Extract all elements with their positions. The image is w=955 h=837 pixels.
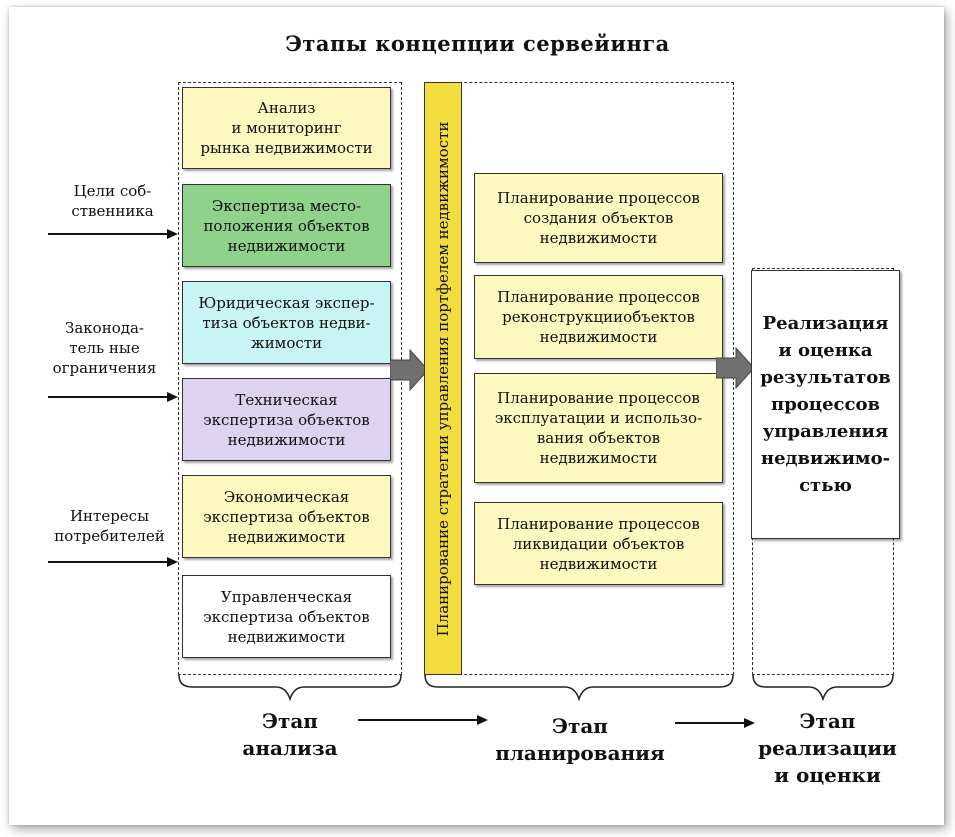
input-legal-limits: Законода- тель ные ограничения: [52, 319, 157, 377]
brace-realization: [752, 674, 894, 702]
planning-box-operation: Планирование процессов эксплуатации и ис…: [474, 373, 723, 483]
result-box: Реализация и оценка результатов процессо…: [751, 270, 900, 539]
stage-realization-label: Этап реализации и оценки: [758, 709, 897, 787]
diagram-title: Этапы концепции сервейинга: [285, 31, 670, 56]
stage-arrow-2: [675, 722, 745, 724]
planning-box-creation: Планирование процессов создания объектов…: [474, 173, 723, 263]
input-arrow-1-head: [167, 229, 178, 239]
input-arrow-3-head: [167, 557, 178, 567]
analysis-box-management: Управленческая экспертиза объектов недви…: [182, 575, 391, 658]
planning-box-reconstruction: Планирование процессов реконструкцииобъе…: [474, 275, 723, 359]
planning-box-liquidation: Планирование процессов ликвидации объект…: [474, 502, 723, 585]
block-arrow-analysis: [390, 349, 429, 391]
input-owner-goals: Цели соб- ственника: [71, 182, 154, 220]
stage-arrow-1-head: [477, 715, 488, 725]
analysis-box-economic: Экономическая экспертиза объектов недвиж…: [182, 475, 391, 558]
stage-planning-label: Этап планирования: [495, 714, 665, 765]
stage-arrow-1: [358, 719, 478, 721]
input-arrow-2-head: [167, 392, 178, 402]
input-consumer-interests: Интересы потребителей: [54, 507, 165, 545]
input-arrow-1: [48, 233, 168, 235]
stage-analysis-label: Этап анализа: [242, 709, 338, 760]
brace-analysis: [178, 674, 402, 702]
stage-arrow-2-head: [744, 718, 755, 728]
input-arrow-2: [48, 396, 168, 398]
strategy-planning-bar: Планирование стратегии управления портфе…: [424, 82, 462, 675]
strategy-planning-label: Планирование стратегии управления портфе…: [434, 121, 452, 636]
analysis-box-legal: Юридическая экспер- тиза объектов недви-…: [182, 281, 391, 364]
analysis-box-location: Экспертиза место- положения объектов нед…: [182, 184, 391, 267]
analysis-box-market: Анализ и мониторинг рынка недвижимости: [182, 87, 391, 169]
input-arrow-3: [48, 561, 168, 563]
brace-planning: [424, 674, 734, 702]
block-arrow-planning: [716, 347, 755, 389]
analysis-box-technical: Техническая экспертиза объектов недвижим…: [182, 378, 391, 461]
